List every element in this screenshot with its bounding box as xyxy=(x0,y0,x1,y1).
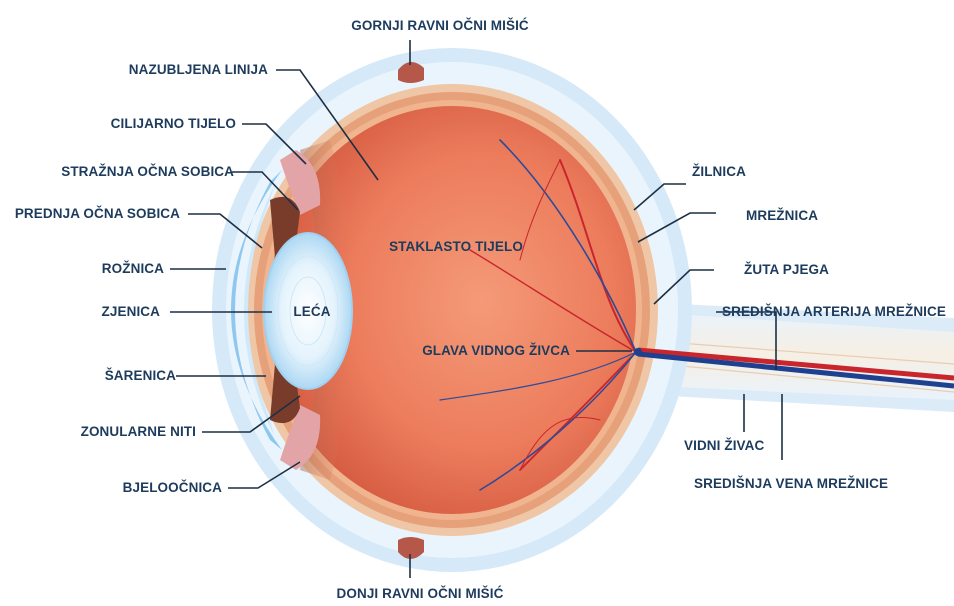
label-optic-disc: GLAVA VIDNOG ŽIVCA xyxy=(422,343,570,358)
label-posterior-chamber: STRAŽNJA OČNA SOBICA xyxy=(61,164,234,179)
label-central-artery: SREDIŠNJA ARTERIJA MREŽNICE xyxy=(722,304,946,319)
label-sclera: BJELOOČNICA xyxy=(123,480,223,495)
label-ciliary-body: CILIJARNO TIJELO xyxy=(111,116,236,131)
label-optic-nerve: VIDNI ŽIVAC xyxy=(684,438,765,453)
label-pupil: ZJENICA xyxy=(102,304,161,319)
label-ora-serrata: NAZUBLJENA LINIJA xyxy=(129,62,268,77)
label-retina: MREŽNICA xyxy=(746,208,818,223)
label-zonular-fibers: ZONULARNE NITI xyxy=(81,424,196,439)
label-lens: LEĆA xyxy=(293,304,330,319)
label-iris: ŠARENICA xyxy=(105,368,176,383)
label-anterior-chamber: PREDNJA OČNA SOBICA xyxy=(15,206,180,221)
label-central-vein: SREDIŠNJA VENA MREŽNICE xyxy=(694,476,888,491)
label-inferior-rectus: DONJI RAVNI OČNI MIŠIĆ xyxy=(337,586,504,601)
label-cornea: ROŽNICA xyxy=(102,261,164,276)
label-choroid: ŽILNICA xyxy=(692,164,746,179)
label-macula: ŽUTA PJEGA xyxy=(744,262,829,277)
label-superior-rectus: GORNJI RAVNI OČNI MIŠIĆ xyxy=(351,18,529,33)
label-vitreous-body: STAKLASTO TIJELO xyxy=(389,239,523,254)
